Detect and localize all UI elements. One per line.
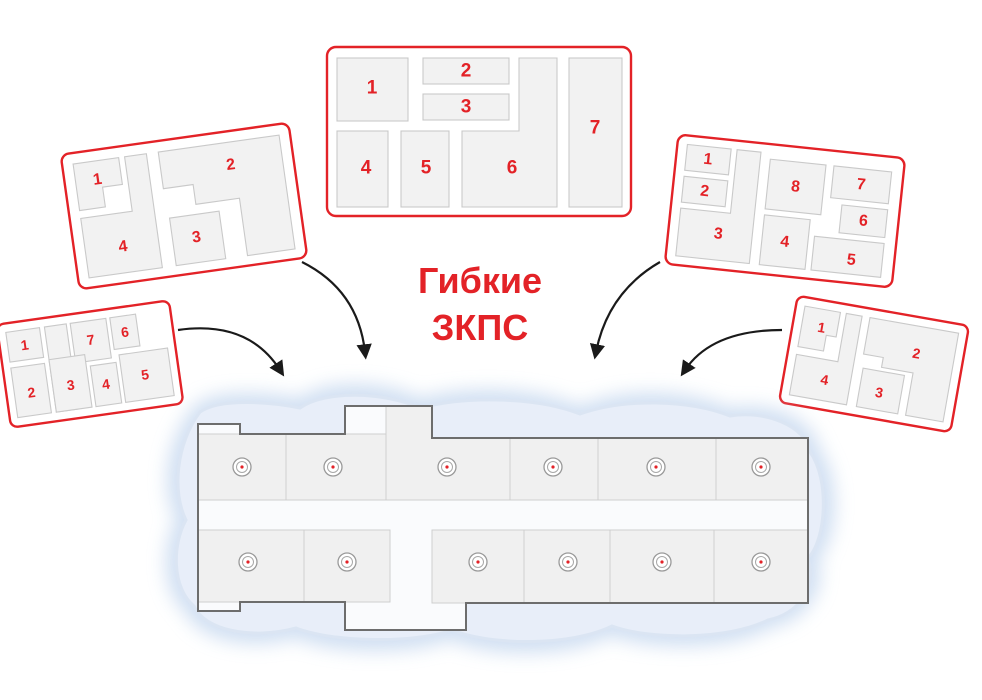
layout-card-lower-right: 1 2 3 4 <box>778 295 970 433</box>
room-number: 8 <box>790 178 801 196</box>
room-number: 2 <box>911 345 922 362</box>
room-number: 7 <box>856 176 867 194</box>
riser-icon <box>238 552 258 572</box>
room-number: 6 <box>507 158 518 179</box>
arrow-icon <box>301 261 372 360</box>
layout-card-upper-left: 1 2 3 4 <box>60 122 308 290</box>
riser-icon <box>652 552 672 572</box>
arrow-icon <box>177 327 285 377</box>
room-number: 3 <box>874 384 885 401</box>
room-number: 3 <box>191 229 202 247</box>
room-number: 1 <box>20 336 30 353</box>
room-number: 2 <box>699 183 710 201</box>
riser-icon <box>468 552 488 572</box>
arrow-icon <box>680 328 783 377</box>
room-number: 4 <box>361 158 372 179</box>
diagram-title-line-2: ЗКПС <box>432 307 528 348</box>
room-number: 2 <box>225 156 236 174</box>
room-number: 2 <box>461 61 472 82</box>
riser-icon <box>337 552 357 572</box>
room-number: 6 <box>120 323 130 340</box>
layout-card-upper-right: 1 2 3 4 5 6 7 8 <box>664 134 906 288</box>
room-number: 7 <box>86 331 96 348</box>
layout-card-lower-left: 1 2 3 4 5 6 7 <box>0 300 184 428</box>
room-number: 2 <box>26 384 36 401</box>
riser-icon <box>232 457 252 477</box>
riser-icon <box>543 457 563 477</box>
riser-icon <box>751 457 771 477</box>
floor-plan <box>165 383 835 654</box>
room-number: 3 <box>713 225 724 243</box>
room-number: 4 <box>819 371 830 388</box>
room-number: 1 <box>703 151 714 169</box>
room-number: 4 <box>779 233 790 251</box>
room-number: 7 <box>590 118 601 139</box>
room-number: 4 <box>101 375 111 392</box>
room-number: 1 <box>816 319 827 336</box>
room-number: 5 <box>846 251 857 269</box>
riser-icon <box>323 457 343 477</box>
room-number: 3 <box>461 97 472 118</box>
room-number: 1 <box>92 171 103 189</box>
building-outline <box>197 405 809 631</box>
riser-icon <box>437 457 457 477</box>
room-number: 6 <box>858 212 869 230</box>
layout-card-top-center: 1 2 3 4 5 6 7 <box>325 45 633 218</box>
room-number: 5 <box>140 366 150 383</box>
room-number: 1 <box>367 78 378 99</box>
riser-icon <box>646 457 666 477</box>
room-number: 4 <box>118 238 129 256</box>
room-number: 5 <box>421 158 432 179</box>
room-number: 3 <box>66 376 76 393</box>
riser-icon <box>558 552 578 572</box>
riser-icon <box>751 552 771 572</box>
arrow-icon <box>589 261 661 360</box>
diagram-title-line-1: Гибкие <box>418 260 542 301</box>
